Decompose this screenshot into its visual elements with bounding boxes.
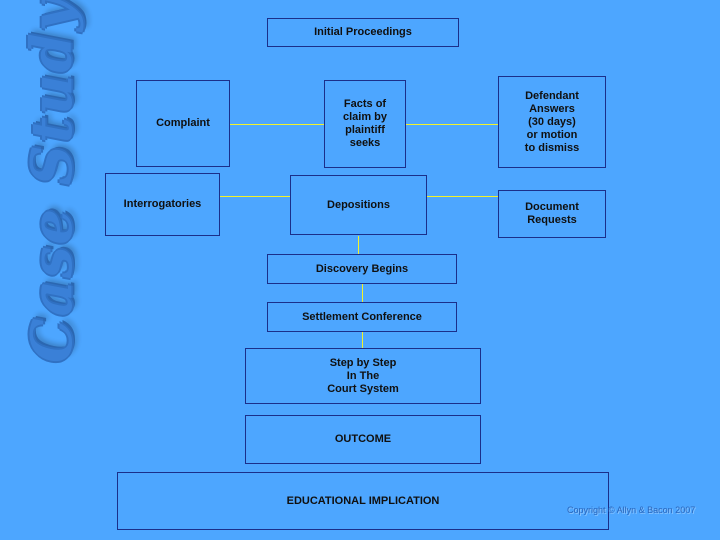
box-step-by-step-label: Step by Step In The Court System	[327, 356, 399, 395]
box-depositions[interactable]: Depositions	[290, 175, 427, 235]
box-initial-proceedings[interactable]: Initial Proceedings	[267, 18, 459, 47]
box-facts-of-claim[interactable]: Facts of claim by plaintiff seeks	[324, 80, 406, 168]
connector-interrogatories-to-depositions	[220, 196, 290, 197]
box-interrogatories[interactable]: Interrogatories	[105, 173, 220, 236]
box-depositions-label: Depositions	[327, 198, 390, 211]
box-defendant-answers-label: Defendant Answers (30 days) or motion to…	[524, 89, 580, 154]
box-interrogatories-label: Interrogatories	[123, 198, 202, 210]
box-complaint-label: Complaint	[156, 117, 210, 129]
connector-complaint-to-facts	[229, 124, 324, 125]
connector-settlement-to-steps	[362, 332, 363, 348]
box-outcome[interactable]: OUTCOME	[245, 415, 481, 464]
box-defendant-answers[interactable]: Defendant Answers (30 days) or motion to…	[498, 76, 606, 168]
box-educational-implication[interactable]: EDUCATIONAL IMPLICATION	[117, 472, 609, 530]
case-study-wordart: Case Study	[19, 0, 85, 363]
connector-depositions-to-documents	[426, 196, 498, 197]
box-discovery-begins[interactable]: Discovery Begins	[267, 254, 457, 284]
box-document-requests[interactable]: Document Requests	[498, 190, 606, 238]
box-educational-implication-label: EDUCATIONAL IMPLICATION	[286, 494, 440, 507]
box-discovery-begins-label: Discovery Begins	[315, 262, 409, 275]
connector-discovery-to-settlement	[362, 284, 363, 302]
box-initial-proceedings-label: Initial Proceedings	[314, 26, 412, 38]
box-step-by-step[interactable]: Step by Step In The Court System	[245, 348, 481, 404]
box-outcome-label: OUTCOME	[334, 433, 392, 445]
box-settlement-conference[interactable]: Settlement Conference	[267, 302, 457, 332]
connector-depositions-to-discovery	[358, 236, 359, 254]
box-facts-of-claim-label: Facts of claim by plaintiff seeks	[342, 98, 388, 149]
connector-facts-to-defendant	[405, 124, 498, 125]
box-settlement-conference-label: Settlement Conference	[302, 310, 422, 323]
box-document-requests-label: Document Requests	[525, 201, 579, 226]
box-complaint[interactable]: Complaint	[136, 80, 230, 167]
copyright-notice: Copyright © Allyn & Bacon 2007	[567, 505, 696, 515]
